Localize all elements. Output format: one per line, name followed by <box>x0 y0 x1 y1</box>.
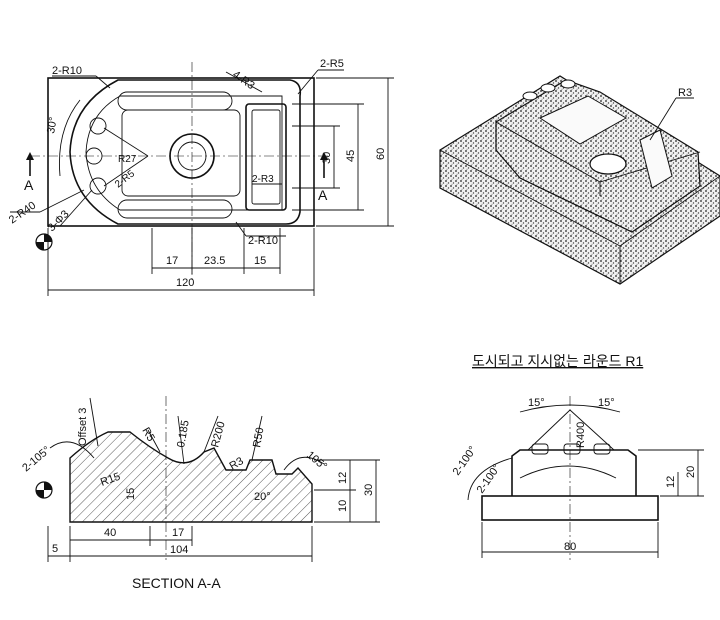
angle-arc-left <box>49 441 95 459</box>
leader-offset <box>89 397 99 447</box>
iso-hole-1 <box>522 91 538 101</box>
callout-20-deg: 20° <box>254 491 271 503</box>
upper-slot <box>117 91 233 111</box>
callout-r27: R27 <box>118 154 137 165</box>
section-arrowhead-right <box>320 152 328 160</box>
side-dim-80: 80 <box>564 541 576 553</box>
side-callout-15-deg-left: 15° <box>528 397 545 409</box>
section-profile <box>69 431 313 523</box>
leader-r50 <box>251 415 263 461</box>
callout-2-r3: 2-R3 <box>252 174 274 185</box>
callout-3-phi3: 3-Φ3 <box>46 208 72 234</box>
side-callout-2-100-deg-a: 2-100° <box>451 444 479 478</box>
callout-r50: R50 <box>251 427 266 449</box>
side-callout-15-deg-right: 15° <box>598 397 615 409</box>
leader-r5 <box>147 429 161 453</box>
callout-2-r10-top: 2-R10 <box>52 65 82 77</box>
dim-45: 45 <box>345 150 357 162</box>
section-view: 2-105° Offset 3 R5 0.185 R200 R50 105° R… <box>20 396 380 591</box>
top-view-outline <box>47 77 315 227</box>
side-boss-arc <box>519 465 617 479</box>
side-angle-line-left <box>527 409 571 451</box>
callout-30-deg: 30° <box>45 116 60 134</box>
leader-2-r40-tip <box>39 189 85 213</box>
iso-pocket <box>538 95 628 145</box>
callout-2-r10-bottom: 2-R10 <box>248 235 278 247</box>
radius-leader-1 <box>103 127 149 157</box>
dim-104: 104 <box>170 544 188 556</box>
round-note: 도시되고 지시없는 라운드 R1 <box>472 353 643 369</box>
side-boss <box>511 449 637 496</box>
side-dim-12: 12 <box>665 476 677 488</box>
iso-base-edges <box>439 149 720 284</box>
dim-12: 12 <box>337 472 349 484</box>
radius-leader-2 <box>103 155 149 187</box>
dim-15: 15 <box>254 255 266 267</box>
side-view: 도시되고 지시없는 라운드 R1 15° 15° R400 2-100° 2-1… <box>451 353 704 560</box>
callout-2-r40: 2-R40 <box>7 199 38 226</box>
hole-1 <box>89 117 107 135</box>
leader-2-r10-top-tip <box>95 75 111 89</box>
boss-outline <box>69 79 302 225</box>
leader-3-phi3 <box>59 189 93 227</box>
dim-15: 15 <box>125 488 137 500</box>
callout-offset-3: Offset 3 <box>77 408 89 446</box>
callout-r200: R200 <box>209 420 227 449</box>
dim-60: 60 <box>375 148 387 160</box>
dim-17: 17 <box>166 255 178 267</box>
callout-2-r5-inner: 2-R5 <box>113 168 137 190</box>
iso-round-boss <box>589 153 627 175</box>
top-view: 2-R10 2-R5 4-R3 30° 2-R40 3-Φ3 R27 2-R5 … <box>7 58 394 296</box>
section-marker-left: A <box>24 177 34 193</box>
dim-17: 17 <box>172 527 184 539</box>
section-arrowhead-left <box>26 152 34 160</box>
callout-2-r5-top: 2-R5 <box>320 58 344 70</box>
angle-arc-right <box>283 456 325 471</box>
dim-30-section: 30 <box>363 484 375 496</box>
section-marker-right: A <box>318 187 328 203</box>
boss-inner-outline <box>85 95 283 211</box>
side-angle-line-right <box>569 409 615 451</box>
section-title: SECTION A-A <box>132 575 221 591</box>
leader-r200 <box>203 415 219 453</box>
right-pocket-inner <box>251 109 281 205</box>
side-rib-1 <box>531 443 549 455</box>
right-pocket <box>245 103 287 211</box>
dim-10: 10 <box>337 500 349 512</box>
iso-callout-r3: R3 <box>678 87 692 99</box>
leader-2-r5-top-tip <box>297 69 319 95</box>
side-callout-r400: R400 <box>575 422 587 448</box>
side-rib-3 <box>593 443 611 455</box>
leader-4-r3 <box>225 71 263 93</box>
dim-40: 40 <box>104 527 116 539</box>
side-rib-2 <box>563 443 581 455</box>
callout-2-105-deg: 2-105° <box>20 444 53 474</box>
central-pocket <box>121 109 241 197</box>
iso-hole-2 <box>540 83 556 93</box>
dim-23-5: 23.5 <box>204 255 225 267</box>
side-dim-20: 20 <box>685 466 697 478</box>
dim-30: 30 <box>321 152 333 164</box>
iso-leader-r3-tip <box>649 97 677 141</box>
leader-0-185 <box>177 415 185 465</box>
iso-rib <box>639 129 673 189</box>
side-angle-arc <box>519 404 621 413</box>
callout-105-deg: 105° <box>304 449 329 473</box>
dim-5: 5 <box>52 543 58 555</box>
bolt-circle-arc <box>59 99 81 177</box>
iso-hole-3 <box>560 79 576 89</box>
callout-4-r3: 4-R3 <box>230 69 256 93</box>
dim-120: 120 <box>176 277 194 289</box>
callout-0-185: 0.185 <box>175 419 192 448</box>
lower-slot <box>117 199 233 219</box>
hole-3 <box>89 177 107 195</box>
side-callout-2-100-deg-b: 2-100° <box>475 462 503 496</box>
isometric-view: R3 <box>439 75 720 285</box>
section-datum-fill <box>36 482 52 498</box>
side-angle-arc-left <box>467 457 513 501</box>
